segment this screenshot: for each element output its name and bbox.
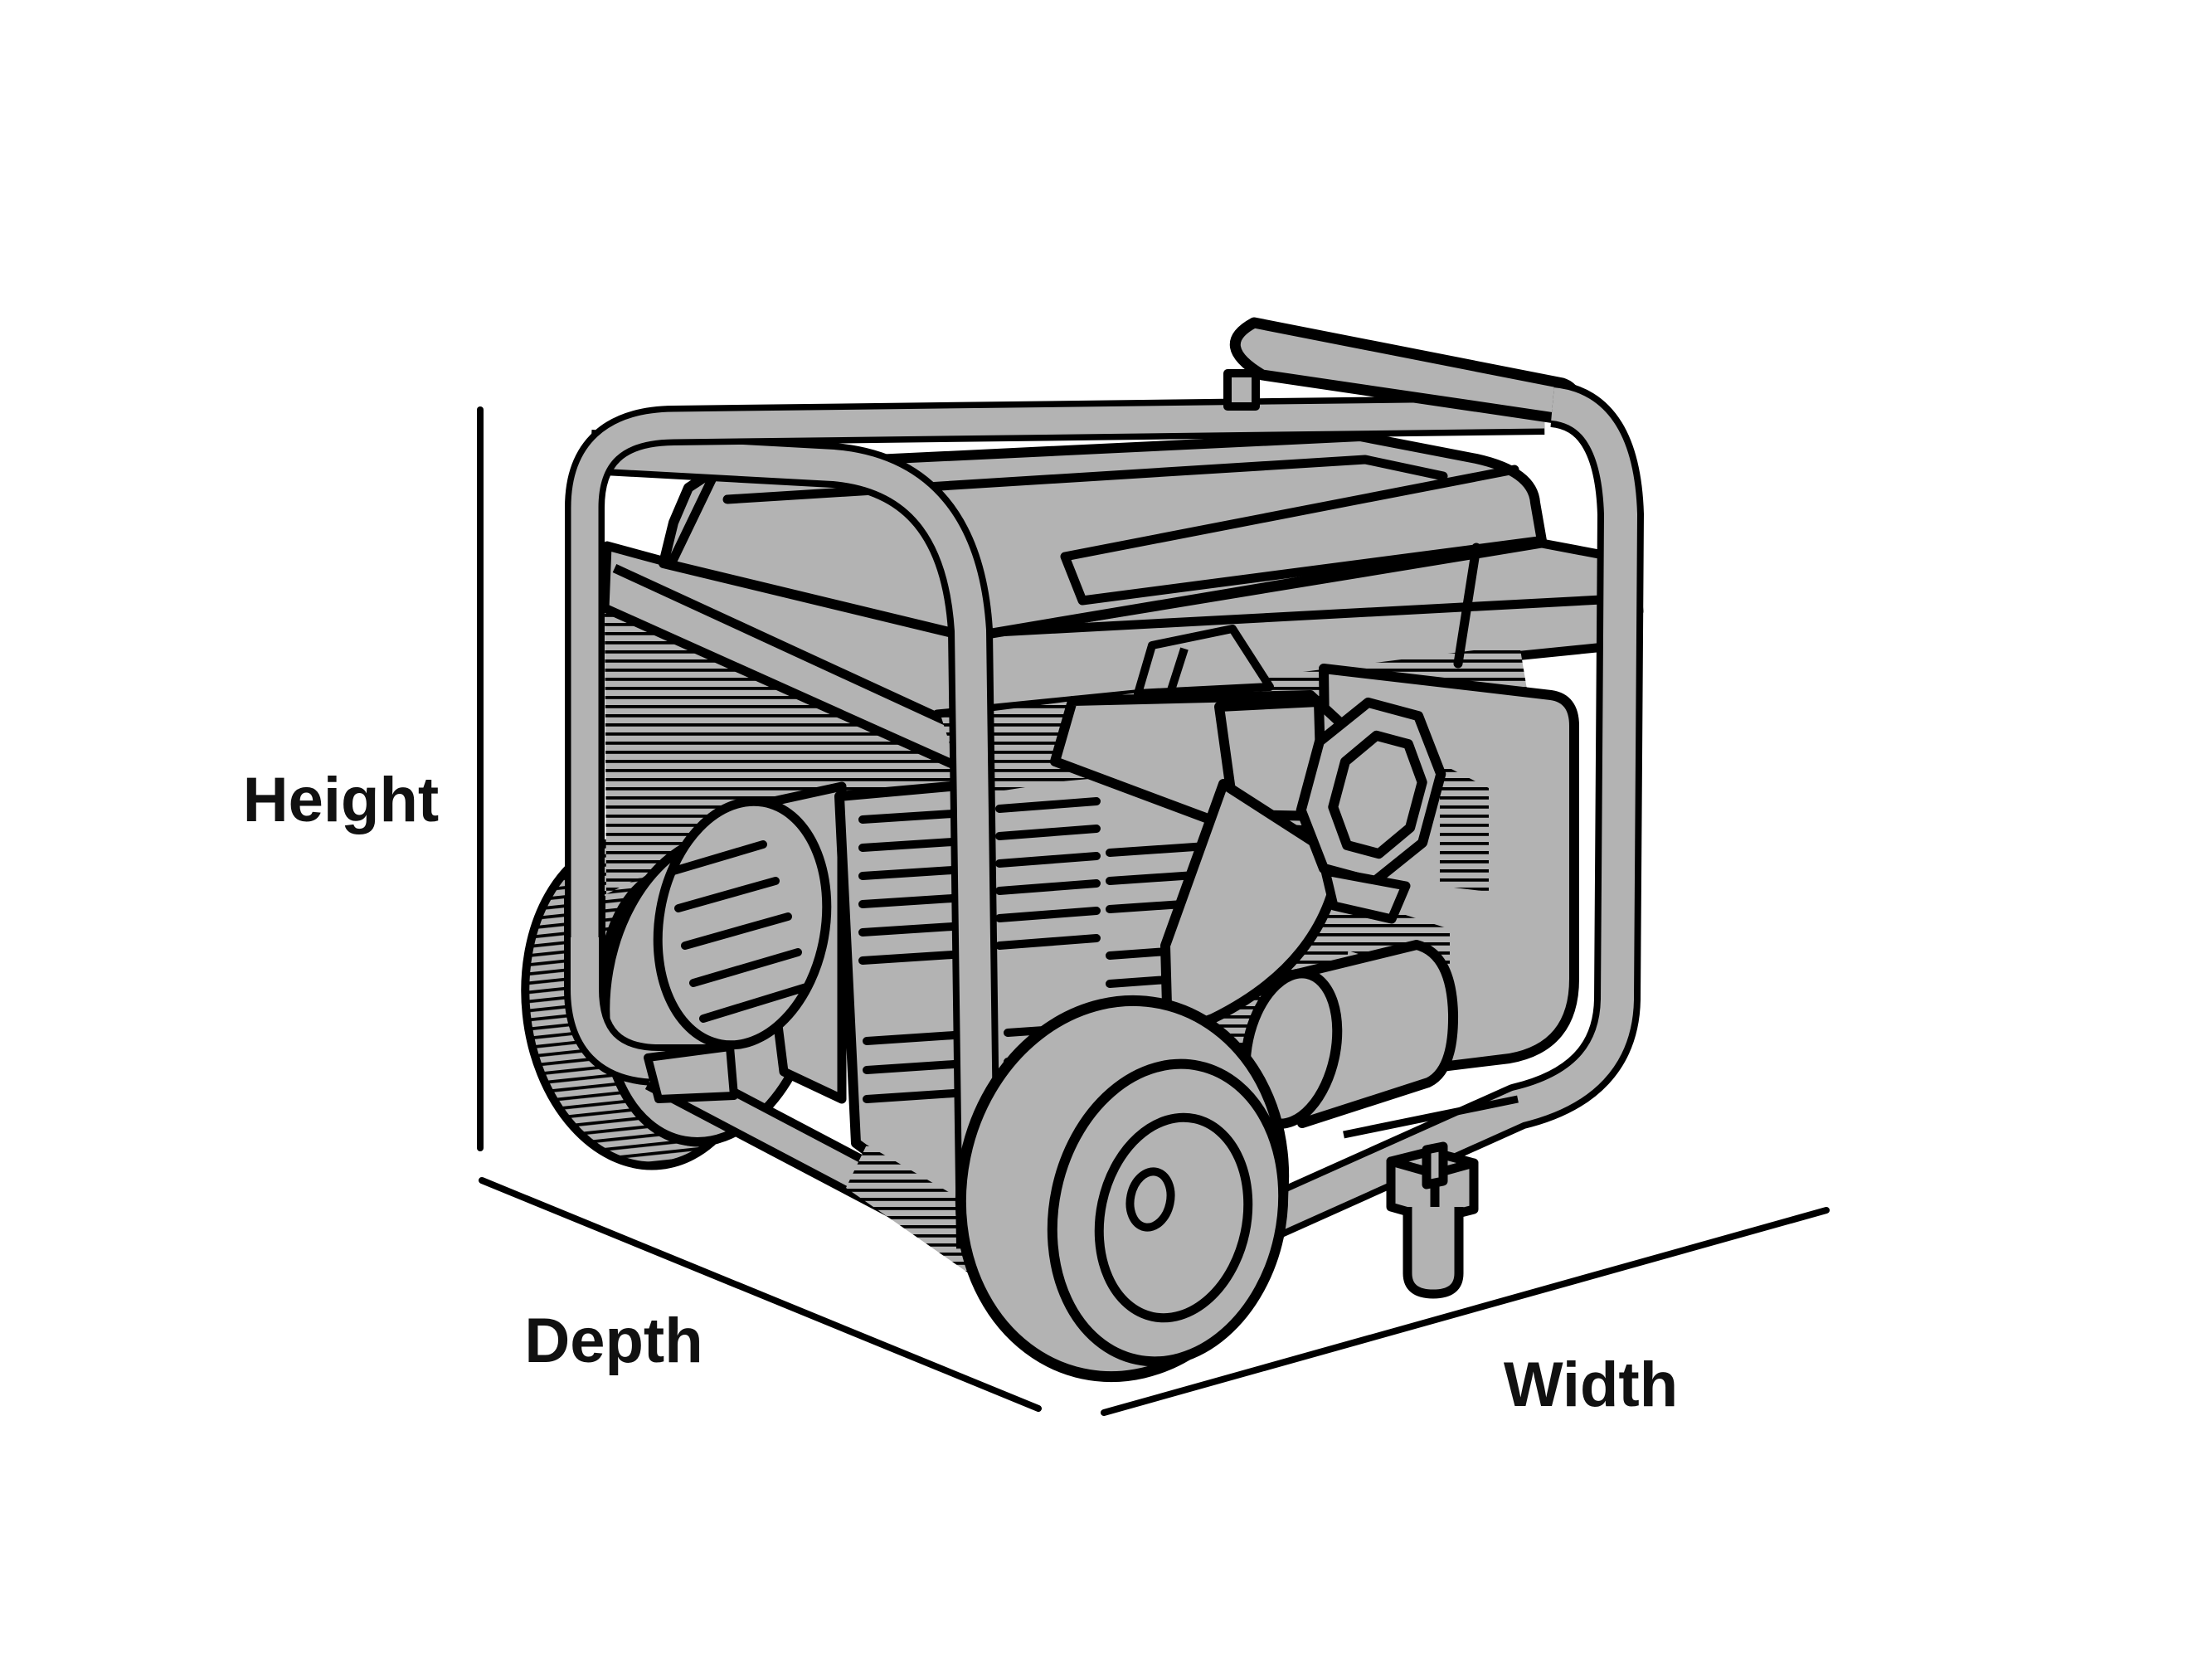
svg-text:Depth: Depth: [524, 1306, 702, 1376]
svg-text:Width: Width: [1504, 1350, 1678, 1420]
svg-text:Height: Height: [243, 765, 439, 835]
